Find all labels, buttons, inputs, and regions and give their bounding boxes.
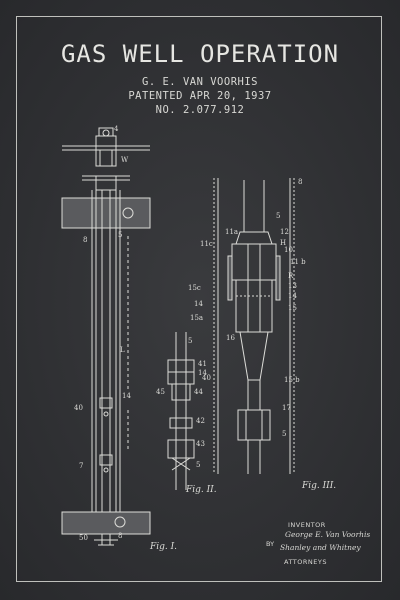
patent-date: PATENTED APR 20, 1937 [128,90,272,102]
svg-text:14: 14 [122,392,131,400]
svg-text:8: 8 [298,178,302,186]
inventor-label: INVENTOR [288,521,326,529]
svg-text:5: 5 [196,461,200,469]
inventor-name: G. E. VAN VOORHIS [142,76,258,88]
attorney-signature: Shanley and Whitney [280,543,361,552]
svg-text:L: L [120,346,125,354]
patent-number: NO. 2.077.912 [155,104,245,116]
svg-text:10: 10 [284,246,293,254]
svg-text:40: 40 [74,404,83,412]
svg-text:13: 13 [288,282,297,290]
poster-title: GAS WELL OPERATION [60,40,340,68]
svg-text:45: 45 [156,388,165,396]
fig-1-drawing: W 4 40 L 7 14 50 8 8 5 [61,125,151,546]
fig-3-caption: Fig. III. [301,481,336,491]
svg-text:50: 50 [79,534,88,542]
svg-text:41: 41 [198,360,207,368]
svg-text:14: 14 [198,369,207,377]
svg-text:11 b: 11 b [290,258,306,266]
svg-text:R: R [288,272,294,280]
svg-text:H: H [280,239,286,247]
attorneys-label: ATTORNEYS [284,558,327,566]
poster-frame [16,16,382,582]
svg-text:5: 5 [282,430,286,438]
fig-2-caption: Fig. II. [185,485,217,495]
svg-text:17: 17 [282,404,291,412]
svg-text:44: 44 [194,388,203,396]
svg-text:W: W [121,156,129,164]
fig-2-drawing: 5 41 14 40 45 44 42 43 5 [156,332,211,490]
svg-text:15: 15 [288,304,297,312]
fig-3-drawing: 8 5 11a 11c 12 H 10 11 b R 13 14 15 15c … [188,178,306,474]
svg-text:16: 16 [226,334,235,342]
svg-text:14: 14 [288,292,297,300]
svg-text:15a: 15a [190,314,203,322]
svg-text:42: 42 [196,417,205,425]
svg-text:7: 7 [79,462,83,470]
svg-text:12: 12 [280,228,289,236]
svg-text:15 b: 15 b [284,376,300,384]
svg-text:8: 8 [83,236,87,244]
svg-text:40: 40 [202,374,211,382]
svg-text:5: 5 [188,337,192,345]
svg-text:11a: 11a [225,228,238,236]
svg-text:5: 5 [118,231,122,239]
svg-text:4: 4 [114,125,119,133]
svg-text:15c: 15c [188,284,201,292]
inventor-signature: George E. Van Voorhis [285,530,371,539]
svg-text:11c: 11c [200,240,213,248]
svg-text:8: 8 [118,532,122,540]
svg-text:43: 43 [196,440,205,448]
fig-1-caption: Fig. I. [149,542,177,552]
svg-text:5: 5 [276,212,280,220]
by-label: BY [266,540,275,548]
svg-text:14: 14 [194,300,203,308]
